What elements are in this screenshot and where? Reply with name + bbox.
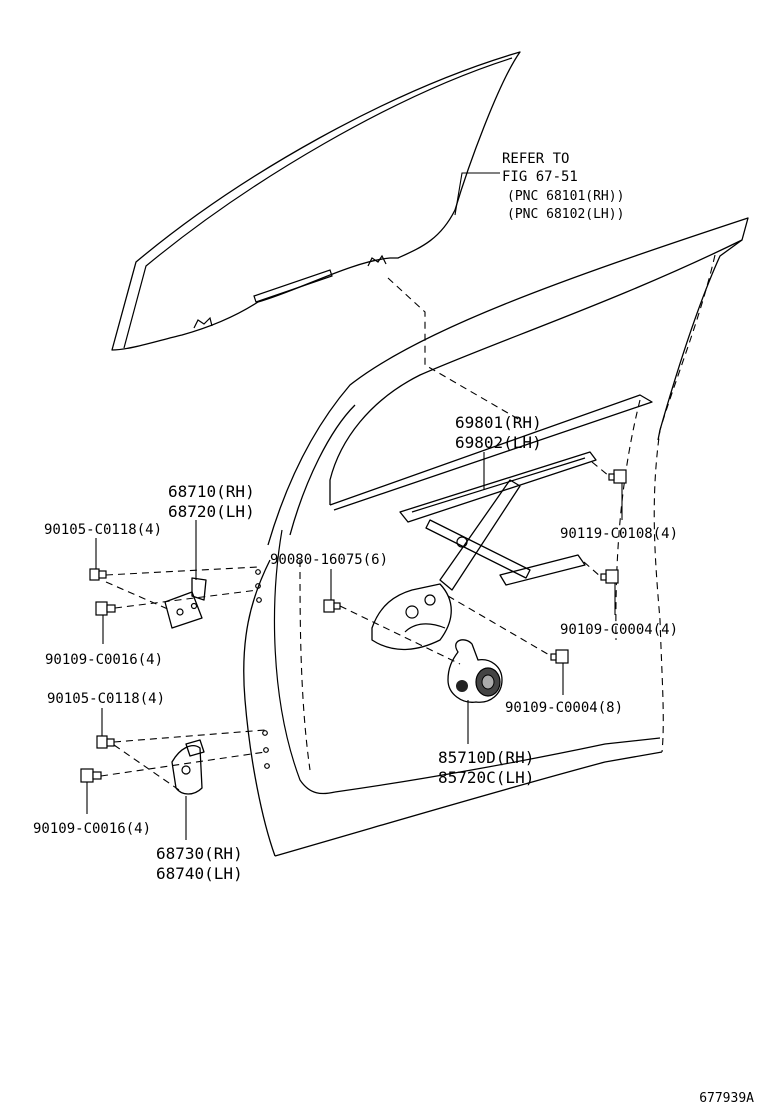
lower-hinge-rh-label: 68730(RH) bbox=[156, 844, 243, 863]
glass-ref-line2: FIG 67-51 bbox=[502, 169, 578, 185]
glass-ref-line4: (PNC 68102(LH)) bbox=[507, 207, 624, 222]
bolt-upper-hinge-label: 90105-C0118(4) bbox=[44, 522, 162, 538]
motor-rh-label: 85710D(RH) bbox=[438, 748, 534, 767]
bolt-lower-hinge-label: 90105-C0118(4) bbox=[47, 691, 165, 707]
alignment-lines bbox=[100, 461, 610, 793]
bolt-regulator-rail-label: 90119-C0108(4) bbox=[560, 526, 678, 542]
regulator-motor bbox=[447, 639, 503, 703]
door-frame bbox=[243, 217, 749, 857]
bolt-upper-hinge-b bbox=[95, 601, 116, 616]
upper-hinge-lh-label: 68720(LH) bbox=[168, 502, 255, 521]
leader-lines bbox=[86, 172, 623, 840]
bolt-regulator-8 bbox=[550, 649, 569, 664]
glass-guide-line bbox=[387, 277, 521, 421]
bolt-upper-hinge-a bbox=[89, 568, 107, 581]
lower-hinge-lh-label: 68740(LH) bbox=[156, 864, 243, 883]
figure-id: 677939A bbox=[699, 1091, 754, 1106]
bolt-lower-hinge-2-label: 90109-C0016(4) bbox=[33, 821, 151, 837]
callout-labels: REFER TO FIG 67-51 (PNC 68101(RH)) (PNC … bbox=[33, 151, 754, 1106]
upper-hinge bbox=[164, 577, 207, 629]
bolt-regulator-lower-label: 90109-C0004(4) bbox=[560, 622, 678, 638]
bolt-regulator-lower bbox=[600, 569, 619, 584]
glass-ref-line3: (PNC 68101(RH)) bbox=[507, 189, 624, 204]
door-glass bbox=[111, 51, 521, 351]
glass-ref-line1: REFER TO bbox=[502, 151, 569, 167]
regulator-rh-label: 69801(RH) bbox=[455, 413, 542, 432]
regulator-lh-label: 69802(LH) bbox=[455, 433, 542, 452]
upper-hinge-rh-label: 68710(RH) bbox=[168, 482, 255, 501]
bolt-regulator-rail bbox=[608, 469, 627, 484]
window-regulator bbox=[371, 451, 597, 651]
bolt-upper-hinge-2-label: 90109-C0016(4) bbox=[45, 652, 163, 668]
lower-hinge bbox=[171, 739, 205, 795]
bolt-regulator-motor-label: 90080-16075(6) bbox=[270, 552, 388, 568]
bolt-lower-hinge-b bbox=[80, 768, 102, 783]
bolt-regulator-motor bbox=[323, 599, 341, 613]
door-hinge-holes bbox=[255, 569, 270, 769]
motor-lh-label: 85720C(LH) bbox=[438, 768, 534, 787]
bolt-regulator-8-label: 90109-C0004(8) bbox=[505, 700, 623, 716]
bolt-lower-hinge-a bbox=[96, 735, 115, 749]
